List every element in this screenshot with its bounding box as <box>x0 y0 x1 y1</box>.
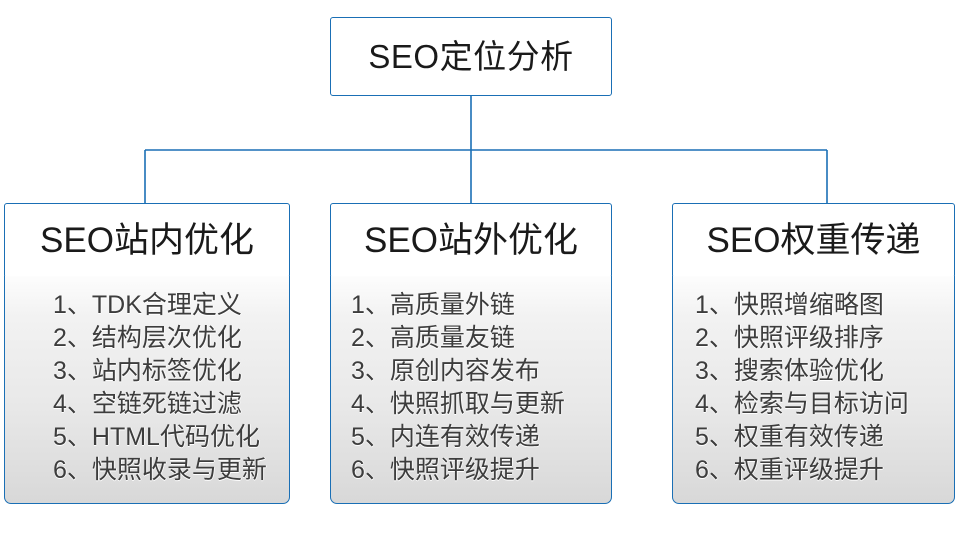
branch-panel-2: 1、高质量外链 2、高质量友链 3、原创内容发布 4、快照抓取与更新 5、内连有… <box>330 276 612 505</box>
branch-item-list-1: 1、TDK合理定义 2、结构层次优化 3、站内标签优化 4、空链死链过滤 5、H… <box>5 289 289 487</box>
branch-header-2[interactable]: SEO站外优化 <box>330 203 612 278</box>
root-node[interactable]: SEO定位分析 <box>330 17 612 96</box>
branch-column-2: SEO站外优化 1、高质量外链 2、高质量友链 3、原创内容发布 4、快照抓取与… <box>330 203 612 505</box>
branch-header-label-3: SEO权重传递 <box>706 221 921 260</box>
list-item: 5、HTML代码优化 <box>53 423 260 452</box>
root-node-label: SEO定位分析 <box>368 38 574 75</box>
list-item: 6、权重评级提升 <box>695 456 884 485</box>
list-item: 2、高质量友链 <box>351 324 515 353</box>
branch-item-list-2: 1、高质量外链 2、高质量友链 3、原创内容发布 4、快照抓取与更新 5、内连有… <box>331 289 611 487</box>
list-item: 5、权重有效传递 <box>695 423 884 452</box>
list-item: 2、快照评级排序 <box>695 324 884 353</box>
list-item: 3、搜索体验优化 <box>695 357 884 386</box>
list-item: 5、内连有效传递 <box>351 423 540 452</box>
branch-panel-3: 1、快照增缩略图 2、快照评级排序 3、搜索体验优化 4、检索与目标访问 5、权… <box>672 276 955 505</box>
list-item: 6、快照收录与更新 <box>53 456 267 485</box>
list-item: 1、快照增缩略图 <box>695 291 884 320</box>
branch-header-label-1: SEO站内优化 <box>40 221 254 260</box>
branch-column-1: SEO站内优化 1、TDK合理定义 2、结构层次优化 3、站内标签优化 4、空链… <box>4 203 290 505</box>
branch-item-list-3: 1、快照增缩略图 2、快照评级排序 3、搜索体验优化 4、检索与目标访问 5、权… <box>673 289 954 487</box>
list-item: 4、空链死链过滤 <box>53 390 242 419</box>
list-item: 3、原创内容发布 <box>351 357 540 386</box>
branch-panel-1: 1、TDK合理定义 2、结构层次优化 3、站内标签优化 4、空链死链过滤 5、H… <box>4 276 290 505</box>
list-item: 2、结构层次优化 <box>53 324 242 353</box>
list-item: 1、TDK合理定义 <box>53 291 242 320</box>
branch-header-3[interactable]: SEO权重传递 <box>672 203 955 278</box>
list-item: 3、站内标签优化 <box>53 357 242 386</box>
list-item: 1、高质量外链 <box>351 291 515 320</box>
branch-header-label-2: SEO站外优化 <box>364 221 578 260</box>
list-item: 6、快照评级提升 <box>351 456 540 485</box>
branch-column-3: SEO权重传递 1、快照增缩略图 2、快照评级排序 3、搜索体验优化 4、检索与… <box>672 203 955 505</box>
branch-header-1[interactable]: SEO站内优化 <box>4 203 290 278</box>
list-item: 4、快照抓取与更新 <box>351 390 565 419</box>
list-item: 4、检索与目标访问 <box>695 390 909 419</box>
